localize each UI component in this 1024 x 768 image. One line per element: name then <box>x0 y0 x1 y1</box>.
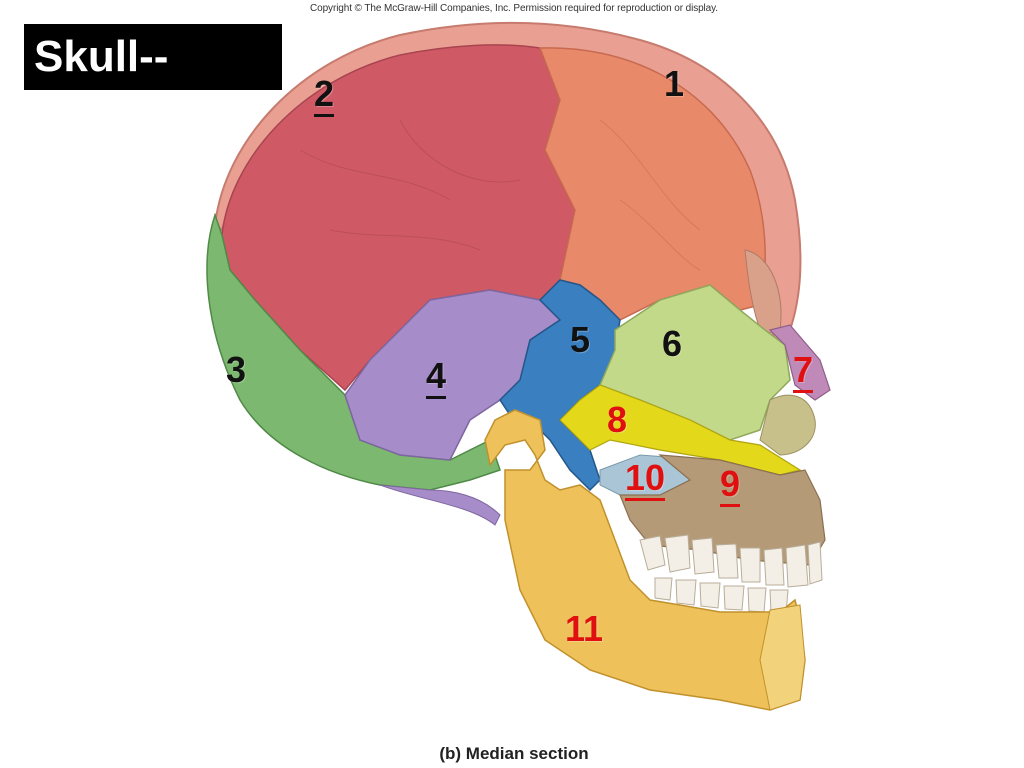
label-3: 3 <box>226 349 247 390</box>
label-11: 11 <box>565 608 604 649</box>
occipital-process <box>379 484 501 526</box>
slide-title: Skull-- <box>24 24 282 90</box>
nasal-bone <box>768 324 831 401</box>
label-6: 6 <box>662 323 683 364</box>
label-1: 1 <box>664 63 685 104</box>
figure-caption: (b) Median section <box>439 744 589 763</box>
frontal-vessel-lines <box>599 119 701 271</box>
upper-teeth <box>639 534 823 588</box>
label-5: 5 <box>570 319 591 360</box>
label-7: 7 <box>793 352 814 393</box>
frontal-bone <box>538 47 766 321</box>
label-9: 9 <box>720 466 741 507</box>
label-10: 10 <box>625 460 666 501</box>
suture-lines <box>299 119 521 251</box>
mandible-symphysis <box>759 604 806 711</box>
nasal-cartilage <box>759 394 816 456</box>
label-2: 2 <box>314 76 335 117</box>
label-8: 8 <box>607 399 628 440</box>
label-4: 4 <box>426 358 447 399</box>
copyright-notice: Copyright © The McGraw-Hill Companies, I… <box>310 3 718 14</box>
